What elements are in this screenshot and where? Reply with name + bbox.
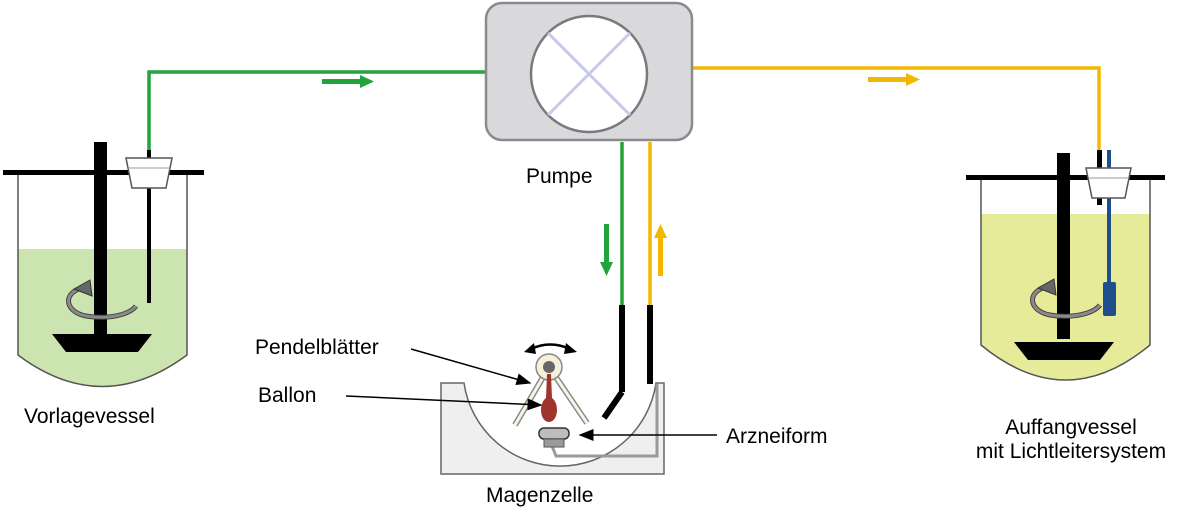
label-leader-lines [345,348,717,441]
stomach-cell [440,305,665,475]
balloon [540,374,558,422]
stopper [125,157,173,189]
balloon-label: Ballon [258,384,317,407]
collection-vessel-label-line1: Auffangvessel [1005,416,1137,439]
collection-vessel-label-line2: mit Lichtleitersystem [975,440,1167,464]
pump-wheel [546,31,632,117]
light-guide-probe [1107,150,1111,290]
stirrer-shaft [1057,153,1070,339]
pendulum-blades-label: Pendelblätter [255,336,379,359]
stirrer-shaft [94,142,107,334]
flow-arrow-icon [868,73,920,86]
stopper [1085,167,1132,199]
flow-arrow-icon [322,75,374,88]
stirrer-blade [1014,342,1114,360]
stirrer-blade [52,334,152,352]
stomach-cell-label: Magenzelle [486,484,594,507]
flow-arrow-icon [654,224,667,276]
reservoir-vessel [3,142,204,388]
outflow-tubing [648,66,1101,305]
rotation-arrow-icon [1030,278,1102,319]
dosage-form-label: Arzneiform [726,425,828,448]
dosage-form [538,427,570,440]
pendulum-double-arrow-icon [524,343,577,354]
pendulum-blades [512,353,590,427]
pump [484,1,694,142]
flow-arrow-icon [600,224,613,276]
collection-vessel [966,150,1165,381]
collection-vessel-label: Auffangvessel mit Lichtleitersystem [946,416,1196,464]
reservoir-label: Vorlagevessel [24,405,155,428]
rotation-arrow-icon [66,279,138,320]
pump-label: Pumpe [526,165,593,188]
